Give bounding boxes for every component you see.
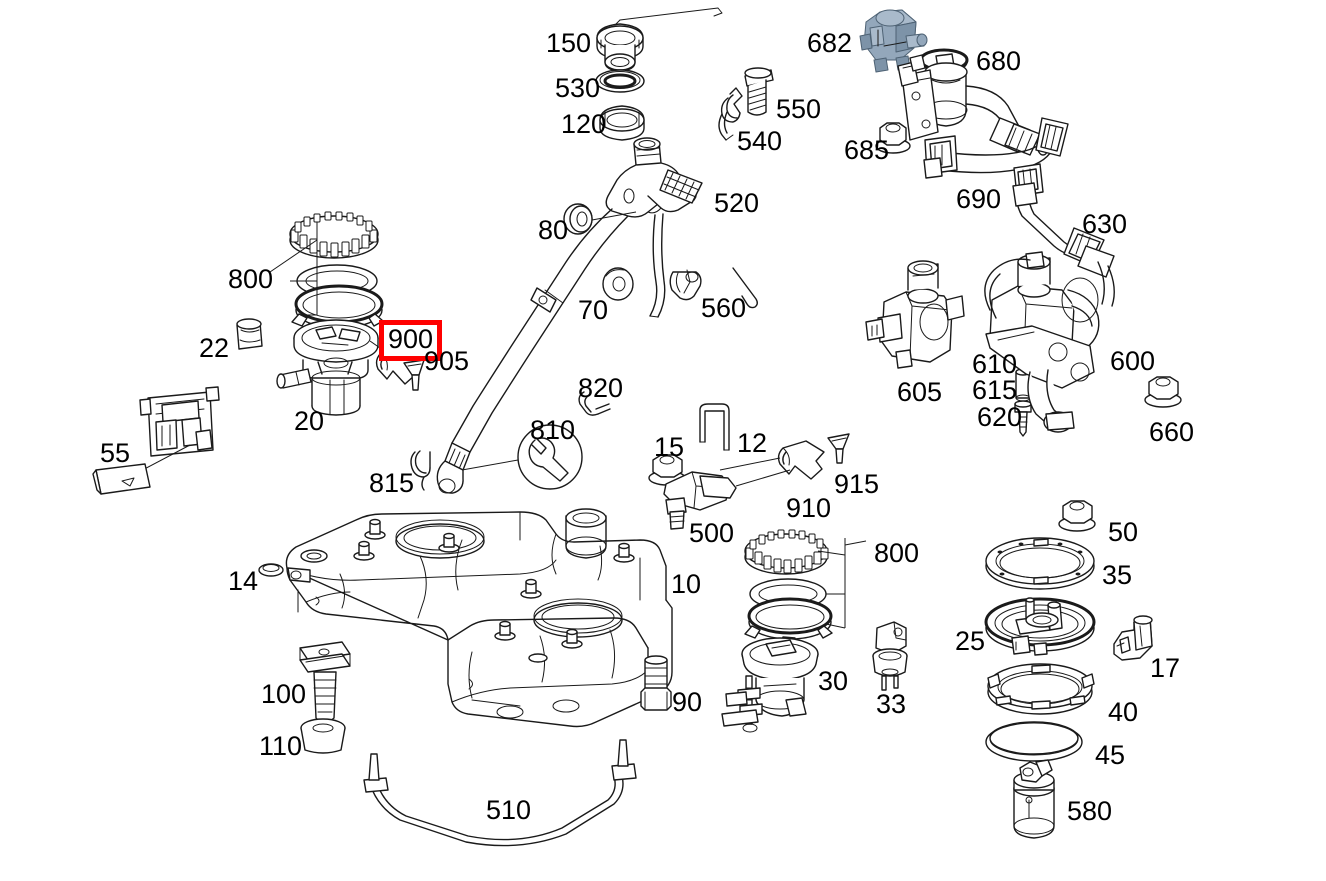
part-820-clip	[578, 391, 611, 416]
callout-quick-connector-b: 910	[786, 493, 832, 523]
callout-mounting-bracket: 55	[100, 438, 131, 468]
part-30-fuel-level-sender	[721, 637, 819, 733]
callout-nut: 15	[654, 432, 685, 462]
callout-spring-clip: 820	[578, 373, 624, 403]
callout-bolt-b: 90	[672, 687, 703, 717]
callout-grommet-small: 70	[578, 295, 609, 325]
callout-pressure-sensor: 500	[689, 518, 735, 548]
callout-o-ring-seal: 45	[1095, 740, 1126, 770]
callout-flange-nut-c: 50	[1108, 517, 1139, 547]
part-17-connector-elbow	[1113, 615, 1153, 661]
callout-spacer-sleeve: 615	[972, 375, 1018, 405]
part-690-vent-hose	[923, 117, 1069, 179]
part-620-bolt	[1014, 400, 1032, 437]
part-660-flange-nut	[1144, 376, 1182, 408]
callout-fuel-filler-cap: 150	[546, 28, 592, 58]
callout-suction-jet-pump: 33	[876, 689, 907, 719]
callout-fuel-level-sender: 30	[818, 666, 849, 696]
part-55-mounting-bracket	[92, 386, 220, 495]
part-910-quick-connector	[719, 440, 825, 480]
callout-valve-assembly: 600	[1110, 346, 1156, 376]
part-682-purge-valve	[859, 9, 928, 73]
callout-purge-valve: 682	[807, 28, 853, 58]
callout-clamp-strap: 12	[737, 428, 768, 458]
part-110-grommet-cap	[300, 718, 346, 754]
part-70-grommet	[602, 267, 634, 301]
part-50-flange-nut	[1058, 500, 1096, 532]
part-150-filler-cap	[596, 7, 723, 72]
callout-plug: 14	[228, 566, 259, 596]
callout-special-tool: 810	[530, 415, 576, 445]
part-810-special-tool	[461, 424, 583, 490]
callout-retaining-plate: 35	[1102, 560, 1133, 590]
callout-bolt-with-plate: 100	[261, 679, 307, 709]
part-25-sender-flange	[984, 597, 1096, 656]
part-510-ground-strap	[363, 739, 637, 847]
callout-flange-nut-b: 660	[1149, 417, 1195, 447]
part-520-filler-neck	[436, 137, 703, 494]
part-915-connector-insert	[827, 433, 850, 464]
part-550-screw	[744, 67, 774, 116]
part-530-seal	[595, 69, 645, 93]
callout-grommet: 80	[538, 215, 569, 245]
callout-lock-ring: 40	[1108, 697, 1139, 727]
callout-clip: 560	[701, 293, 747, 323]
part-100-bolt-with-plate	[299, 641, 351, 727]
part-500-pressure-sensor	[663, 469, 791, 530]
callout-bolt: 620	[977, 402, 1023, 432]
callout-connector-elbow: 17	[1150, 653, 1181, 683]
part-630-vent-line	[1012, 163, 1115, 307]
callout-hose-clamp: 22	[199, 333, 230, 363]
part-80-grommet	[563, 203, 637, 235]
callout-flange-nut: 685	[844, 135, 890, 165]
callout-retaining-clip: 540	[737, 126, 783, 156]
callout-connector-insert-b: 915	[834, 469, 880, 499]
part-815-clip	[410, 450, 431, 491]
callout-vent-hose: 690	[956, 184, 1002, 214]
part-800-lock-ring-kit-center	[744, 529, 867, 648]
part-22-hose-clamp	[236, 318, 263, 350]
part-905-connector-insert	[403, 359, 425, 391]
part-605-valve-module	[865, 260, 965, 369]
part-35-retaining-plate	[985, 537, 1095, 590]
part-33-suction-jet-pump	[872, 621, 908, 691]
callout-ground-strap: 510	[486, 795, 532, 825]
part-45-o-ring-seal	[985, 721, 1083, 762]
part-800-lock-ring-kit-left	[269, 211, 384, 336]
callout-valve-bracket-assembly: 680	[976, 46, 1022, 76]
part-540-clip	[718, 87, 743, 141]
part-40-lock-ring	[987, 663, 1095, 715]
part-685-flange-nut	[875, 122, 911, 154]
part-12-clamp-strap	[699, 403, 730, 451]
callout-fuel-tank: 10	[671, 569, 702, 599]
callout-screw: 550	[776, 94, 822, 124]
callout-lock-ring-kit: 800	[228, 264, 274, 294]
callout-vent-line: 630	[1082, 209, 1128, 239]
callout-filler-neck-seal: 530	[555, 73, 601, 103]
part-90-bolt	[640, 655, 672, 711]
part-10-fuel-tank	[285, 508, 673, 728]
callout-fuel-filter: 580	[1067, 796, 1113, 826]
part-20-fuel-pump-module	[276, 319, 394, 416]
part-680-valve-bracket	[897, 48, 1050, 156]
callout-valve-module: 605	[897, 377, 943, 407]
callout-fuel-pump-module: 20	[294, 406, 325, 436]
part-120-grommet	[599, 105, 645, 141]
callout-retaining-clip-small: 815	[369, 468, 415, 498]
part-580-fuel-filter	[1013, 759, 1055, 839]
part-14-plug	[258, 563, 284, 577]
callout-quick-connector: 900	[379, 320, 443, 361]
callout-lock-ring-kit-b: 800	[874, 538, 920, 568]
part-600-valve-assembly	[984, 251, 1100, 433]
callout-connector-insert: 905	[424, 346, 470, 376]
part-560-clip	[669, 267, 758, 309]
callout-grommet-cap: 110	[259, 731, 303, 761]
callout-filler-neck: 520	[714, 188, 760, 218]
callout-filler-neck-grommet: 120	[561, 109, 607, 139]
callout-sender-flange: 25	[955, 626, 986, 656]
callout-bushing: 610	[972, 349, 1018, 379]
